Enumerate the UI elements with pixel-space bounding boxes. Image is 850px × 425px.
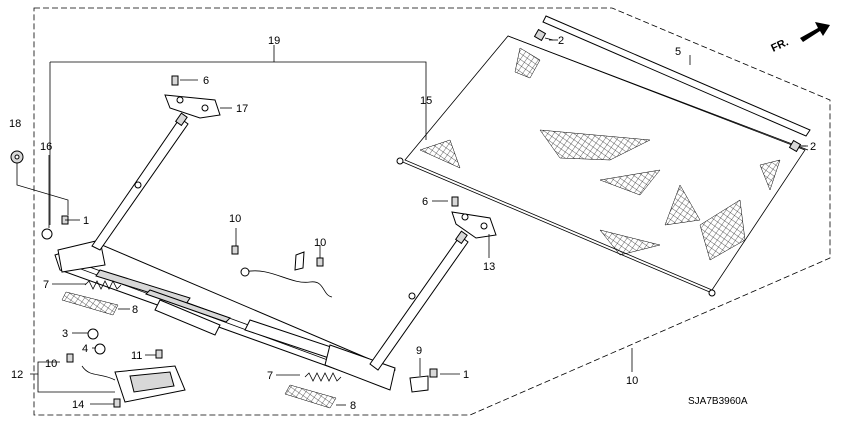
left-arm [91, 112, 189, 251]
callout-10-motor-left: 10 [45, 358, 57, 370]
callout-8-left: 8 [132, 304, 138, 316]
callouts: 19 18 16 1 6 17 15 2 5 2 6 13 10 10 7 8 … [9, 35, 816, 412]
assembly-boundary [33, 7, 831, 416]
screw-2-top [533, 28, 554, 42]
callout-1-left: 1 [83, 215, 89, 227]
callout-15: 14 [72, 399, 84, 411]
callout-16: 16 [40, 141, 52, 153]
nut-18 [10, 150, 24, 164]
sunshade-screen [396, 35, 809, 297]
motor-assembly [66, 328, 186, 408]
front-direction-arrow: FR. [769, 22, 830, 55]
callout-11: 12 [11, 369, 23, 381]
bracket-12 [451, 211, 497, 239]
cable [231, 245, 333, 298]
callout-6-top: 6 [203, 75, 209, 87]
pad-8-left [61, 291, 119, 316]
screw-6-right [451, 196, 459, 207]
screw-6-top [171, 75, 179, 86]
leader-lines [16, 39, 808, 406]
spring-7-right [304, 372, 342, 382]
callout-10-cable-left: 10 [229, 213, 241, 225]
callout-10-cable-right: 10 [314, 237, 326, 249]
pivot-9 [409, 375, 429, 393]
callout-2-top: 2 [558, 35, 564, 47]
clip-16 [41, 228, 53, 240]
callout-2-right: 2 [810, 141, 816, 153]
callout-14: 10 [626, 375, 638, 387]
frame-assembly [54, 239, 396, 391]
callout-8-right: 8 [350, 400, 356, 412]
callout-18: 18 [9, 118, 21, 130]
callout-7-left: 7 [43, 279, 49, 291]
callout-9: 9 [416, 345, 422, 357]
pad-8-right [284, 384, 337, 409]
callout-6-right: 6 [422, 196, 428, 208]
callout-19: 19 [268, 35, 280, 47]
screw-1-right [429, 368, 438, 378]
right-arm [369, 230, 469, 371]
direction-label: FR. [769, 36, 790, 54]
callout-3: 3 [62, 328, 68, 340]
callout-4: 4 [82, 343, 88, 355]
callout-13: 15 [420, 95, 432, 107]
callout-7-right: 7 [267, 370, 273, 382]
callout-17: 17 [236, 103, 248, 115]
callout-5: 5 [675, 46, 681, 58]
callout-12: 13 [483, 261, 495, 273]
rail-5 [542, 15, 811, 137]
callout-10-motor-right: 11 [131, 350, 142, 362]
part-code: SJA7B3960A [688, 396, 748, 407]
spring-7-left [84, 280, 122, 290]
bracket-17 [164, 94, 221, 119]
callout-1-right: 1 [463, 369, 469, 381]
